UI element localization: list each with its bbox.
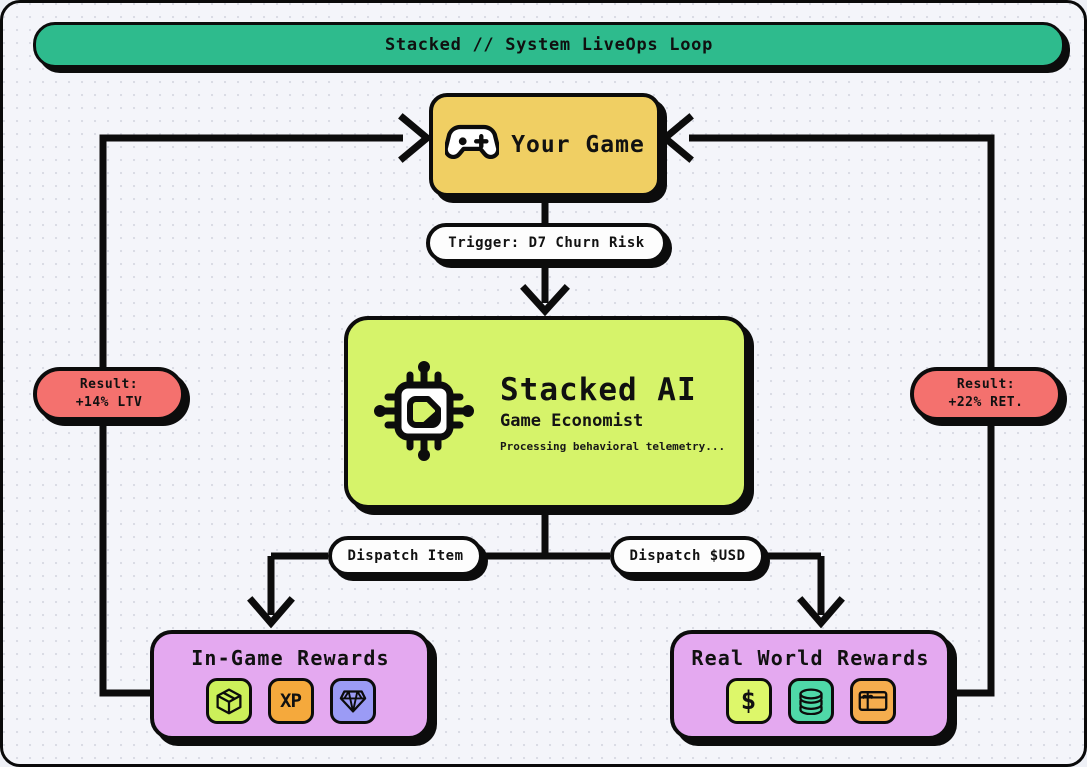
node-stacked-ai-title: Stacked AI bbox=[500, 372, 697, 408]
result-badge-ret: Result: +22% RET. bbox=[910, 367, 1062, 421]
arrowhead-ingame bbox=[247, 596, 295, 629]
node-your-game[interactable]: Your Game bbox=[429, 93, 661, 197]
edge-label-dispatch-usd-text: Dispatch $USD bbox=[629, 548, 746, 564]
loot-box-icon[interactable] bbox=[205, 678, 252, 724]
result-badge-ltv-line2: +14% LTV bbox=[75, 395, 143, 410]
result-badge-ret-line1: Result: bbox=[956, 377, 1016, 393]
xp-icon-label: XP bbox=[280, 690, 302, 712]
node-stacked-ai-subtitle: Game Economist bbox=[500, 411, 644, 431]
node-your-game-label: Your Game bbox=[511, 132, 645, 158]
arrowhead-game-left bbox=[398, 113, 433, 163]
arrowhead-ai bbox=[520, 284, 570, 317]
edge-label-trigger: Trigger: D7 Churn Risk bbox=[426, 223, 667, 263]
result-badge-ltv: Result: +14% LTV bbox=[33, 367, 185, 421]
arrowhead-real bbox=[797, 596, 845, 629]
node-real-world-rewards-header: Real World Rewards bbox=[691, 646, 930, 670]
dollar-icon-label: $ bbox=[740, 686, 757, 716]
diagram-title-text: Stacked // System LiveOps Loop bbox=[384, 35, 714, 55]
edge-label-dispatch-item: Dispatch Item bbox=[328, 536, 483, 576]
arrowhead-game-right bbox=[659, 113, 694, 163]
cpu-chip-icon bbox=[372, 359, 476, 467]
edge-label-dispatch-usd: Dispatch $USD bbox=[610, 536, 765, 576]
gamepad-icon bbox=[443, 123, 501, 167]
result-badge-ltv-line1: Result: bbox=[79, 377, 139, 393]
result-badge-ret-line2: +22% RET. bbox=[948, 395, 1024, 410]
node-in-game-rewards-header: In-Game Rewards bbox=[191, 646, 390, 670]
node-stacked-ai[interactable]: Stacked AI Game Economist Processing beh… bbox=[344, 316, 748, 509]
node-stacked-ai-status: Processing behavioral telemetry... bbox=[500, 440, 726, 453]
edge-label-dispatch-item-text: Dispatch Item bbox=[347, 548, 464, 564]
gift-card-icon[interactable] bbox=[849, 678, 896, 724]
xp-icon[interactable]: XP bbox=[267, 678, 314, 724]
dollar-icon[interactable]: $ bbox=[725, 678, 772, 724]
coins-icon[interactable] bbox=[787, 678, 834, 724]
node-in-game-rewards[interactable]: In-Game Rewards XP bbox=[150, 630, 431, 740]
node-real-world-rewards[interactable]: Real World Rewards $ bbox=[670, 630, 951, 740]
gem-icon[interactable] bbox=[329, 678, 376, 724]
edge-label-trigger-text: Trigger: D7 Churn Risk bbox=[448, 235, 645, 251]
diagram-title-bar: Stacked // System LiveOps Loop bbox=[33, 22, 1065, 68]
